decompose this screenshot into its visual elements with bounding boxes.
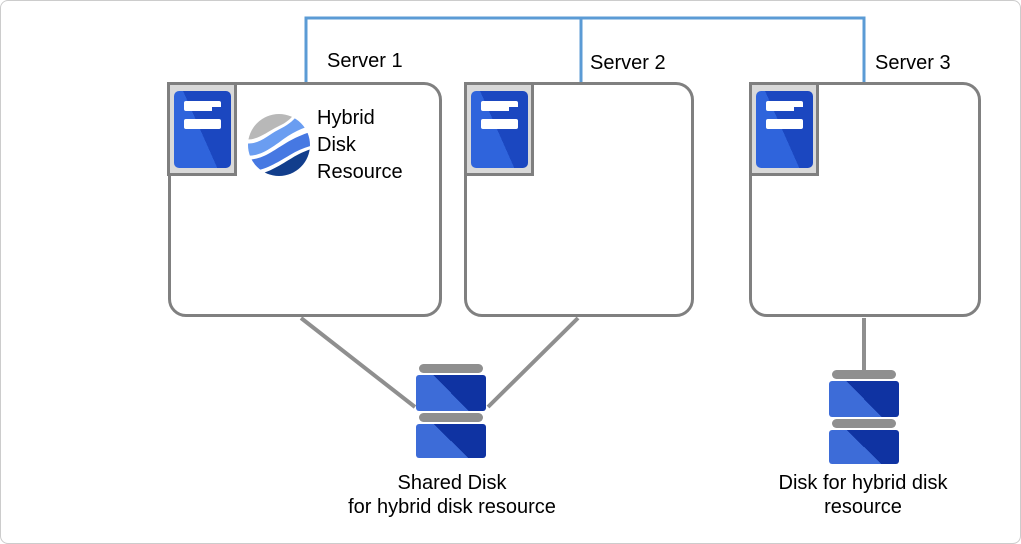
server-icon — [749, 82, 819, 176]
server-3-label: Server 3 — [875, 52, 951, 74]
server-1-label: Server 1 — [327, 50, 403, 72]
server-icon — [464, 82, 534, 176]
single-disk-label: Disk for hybrid disk resource — [778, 472, 948, 518]
hybrid-disk-resource-label: Hybrid Disk Resource — [317, 107, 403, 183]
server-2-box — [464, 82, 694, 317]
shared-disk-icon — [416, 364, 486, 458]
server-2-label: Server 2 — [590, 52, 666, 74]
disk-icon — [829, 370, 899, 464]
server-icon — [167, 82, 237, 176]
disk-connection-lines — [299, 316, 866, 409]
hybrid-disk-resource-icon — [248, 114, 310, 176]
shared-disk-label: Shared Disk for hybrid disk resource — [348, 472, 556, 518]
